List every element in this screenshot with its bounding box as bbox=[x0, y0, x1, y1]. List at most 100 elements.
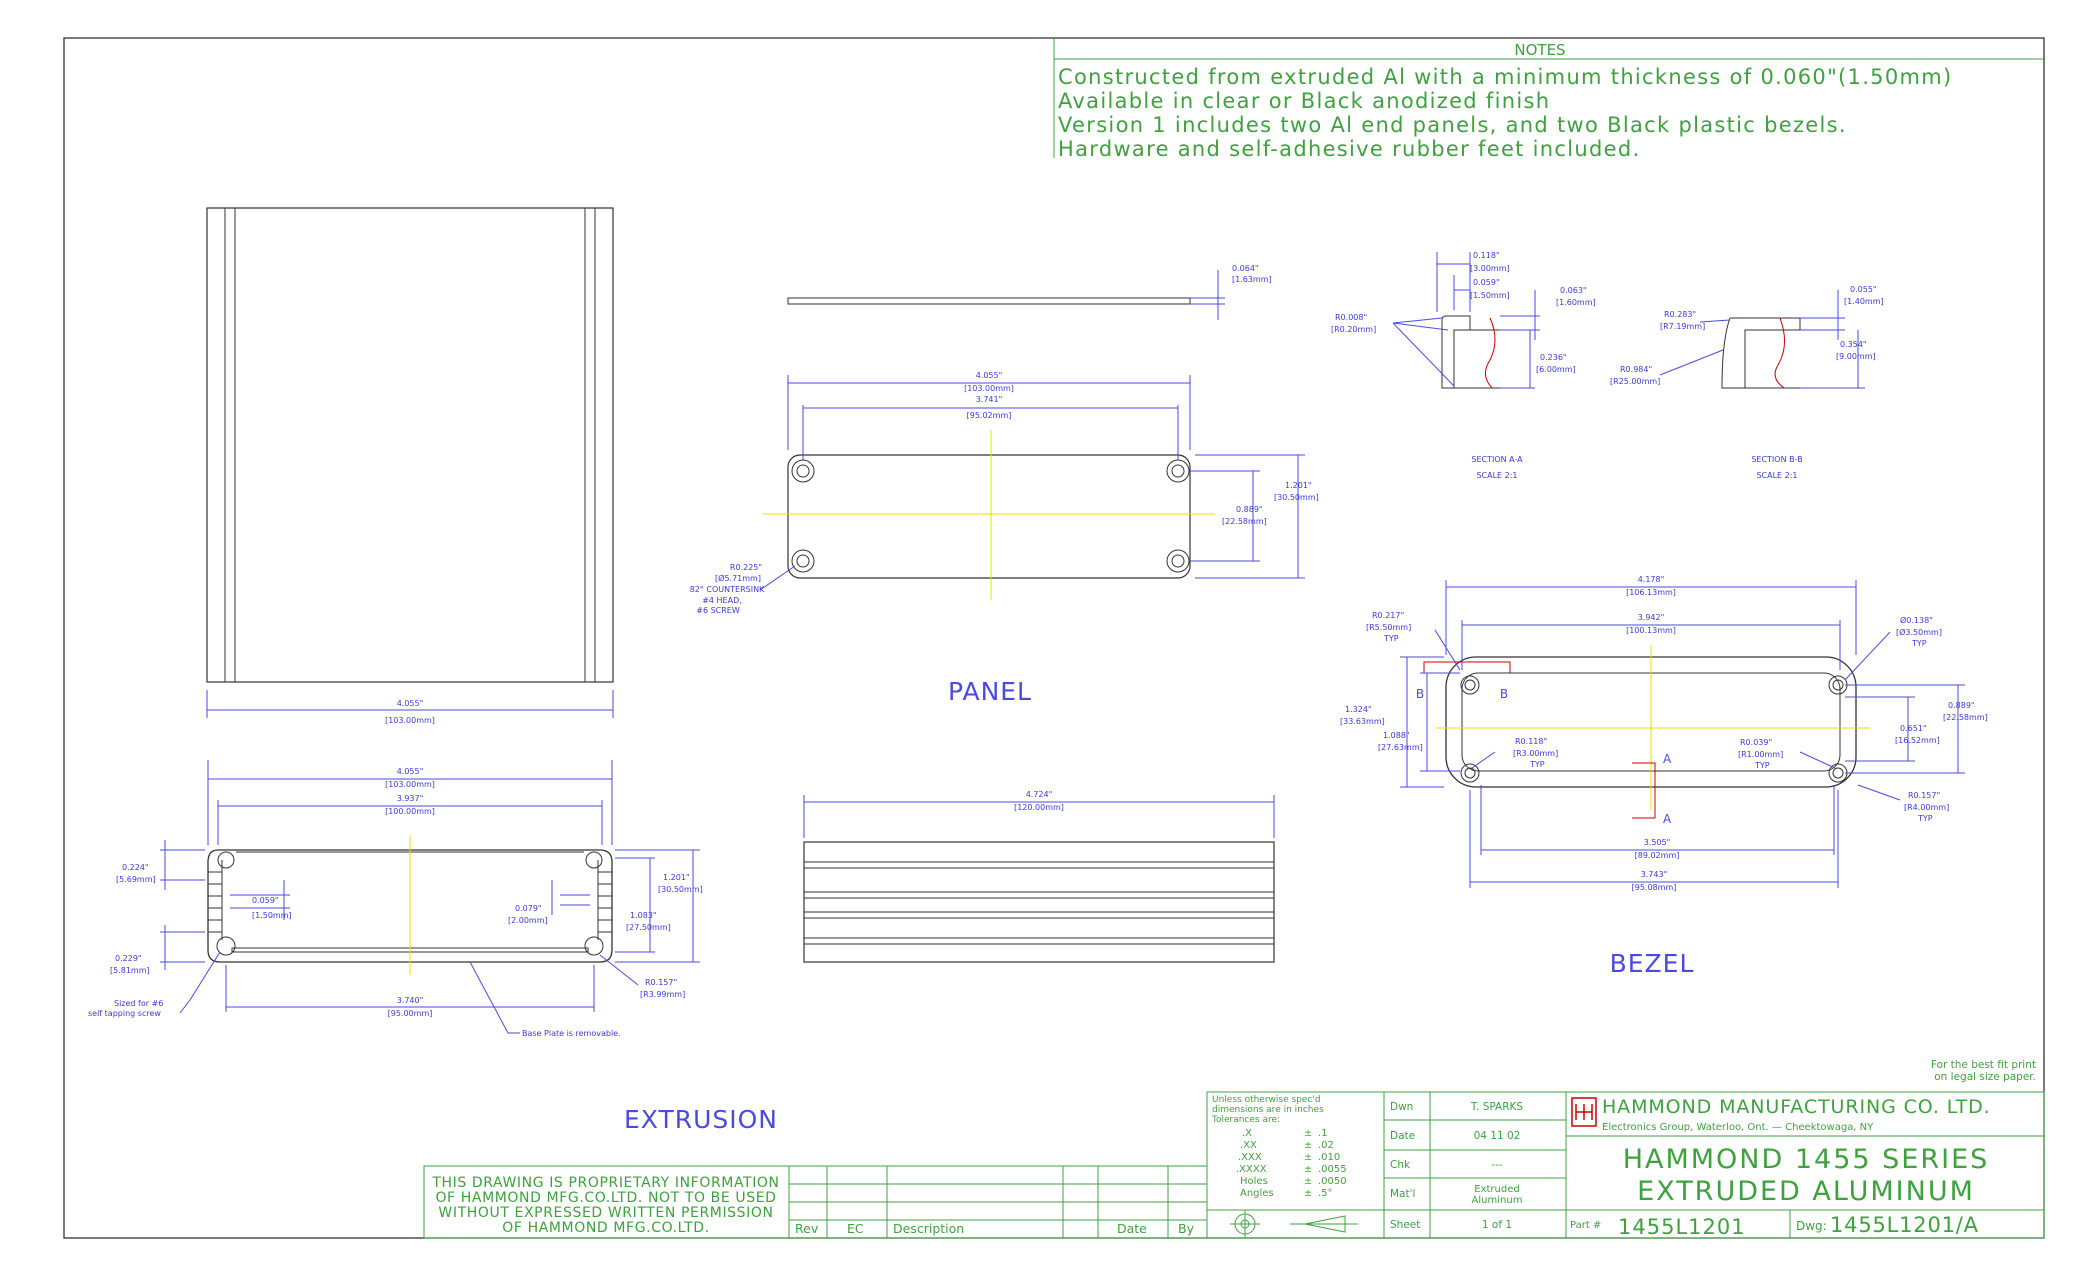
dim-bz-h1-mm: [33.63mm] bbox=[1340, 717, 1385, 726]
drawing-title-2: EXTRUDED ALUMINUM bbox=[1637, 1176, 1975, 1207]
bezel-label: BEZEL bbox=[1610, 949, 1695, 978]
field-matl-label: Mat'l bbox=[1390, 1188, 1415, 1200]
dim-panel-h: 1.201" bbox=[1285, 481, 1312, 490]
dim-bz-r2-typ: TYP bbox=[1754, 761, 1770, 770]
dim-ext-left-top-mm: [5.69mm] bbox=[116, 875, 156, 884]
tol-angles-val: .5° bbox=[1318, 1188, 1333, 1199]
dim-panel-w-mm: [103.00mm] bbox=[964, 384, 1014, 393]
dim-sa-right: 0.063" bbox=[1560, 286, 1587, 295]
panel-side-view: 0.064" [1.63mm] bbox=[787, 264, 1272, 320]
panel-note-1: R0.225" bbox=[730, 563, 762, 572]
dim-panel-thk-mm: [1.63mm] bbox=[1232, 275, 1272, 284]
dim-panel-thk: 0.064" bbox=[1232, 264, 1259, 273]
tol-x-pm: ± bbox=[1304, 1128, 1312, 1139]
panel-note-2: [Ø5.71mm] bbox=[715, 573, 761, 583]
dim-bz-br-mm: [R4.00mm] bbox=[1904, 803, 1949, 812]
tol-angles-pm: ± bbox=[1304, 1188, 1312, 1199]
dim-panel-hole-w-mm: [95.02mm] bbox=[967, 411, 1012, 420]
drawing-title-1: HAMMOND 1455 SERIES bbox=[1623, 1144, 1990, 1175]
panel-note-3: 82° COUNTERSINK bbox=[690, 585, 765, 594]
tol-xxxx-val: .0055 bbox=[1318, 1164, 1347, 1175]
dim-ext-slot: 0.059" bbox=[252, 896, 279, 905]
dwg-label: Dwg: bbox=[1796, 1219, 1827, 1233]
panel-note-4: #4 HEAD, bbox=[702, 596, 742, 605]
section-aa-title: SECTION A-A bbox=[1471, 455, 1523, 464]
top-view: 4.055" [103.00mm] bbox=[206, 207, 614, 725]
dim-bz-w1: 4.178" bbox=[1638, 575, 1665, 584]
company-sub: Electronics Group, Waterloo, Ont. — Chee… bbox=[1602, 1122, 1874, 1133]
rev-header-by: By bbox=[1178, 1221, 1195, 1236]
section-b-b: 0.055" [1.40mm] 0.354" [9.00mm] R0.283" … bbox=[1610, 285, 1884, 480]
section-aa-scale: SCALE 2:1 bbox=[1476, 471, 1517, 480]
dim-top-width: 4.055" bbox=[397, 699, 424, 708]
drawing-border bbox=[63, 37, 2045, 1239]
dim-ext-w2: 3.937" bbox=[397, 794, 424, 803]
rev-header-date: Date bbox=[1117, 1221, 1147, 1236]
proprietary-line-2: OF HAMMOND MFG.CO.LTD. NOT TO BE USED bbox=[435, 1190, 776, 1206]
dim-ext-left-bot: 0.229" bbox=[115, 954, 142, 963]
extrusion-view: 4.055" [103.00mm] 3.937" [100.00mm] 0.22… bbox=[88, 760, 778, 1134]
dim-ext-bottom-w: 3.740" bbox=[397, 996, 424, 1005]
field-dwn-label: Dwn bbox=[1390, 1101, 1413, 1113]
title-block bbox=[423, 1091, 2045, 1239]
dim-sa-mid: 0.059" bbox=[1473, 278, 1500, 287]
field-date-value: 04 11 02 bbox=[1474, 1130, 1521, 1142]
dim-ext-r-mm: [R3.99mm] bbox=[640, 990, 685, 999]
rev-header-description: Description bbox=[893, 1221, 964, 1236]
dim-sa-top-mm: [3.00mm] bbox=[1470, 264, 1510, 273]
dim-sb-r: R0.283" bbox=[1664, 310, 1696, 319]
hammond-logo-icon bbox=[1571, 1097, 1597, 1127]
tol-xxx-label: .XXX bbox=[1238, 1152, 1262, 1163]
dim-panel-hole-h-mm: [22.58mm] bbox=[1222, 517, 1267, 526]
dim-sb-right-mm: [1.40mm] bbox=[1844, 297, 1884, 306]
dim-ext-w1: 4.055" bbox=[397, 767, 424, 776]
dim-ext-h2-mm: [27.50mm] bbox=[626, 923, 671, 932]
dim-sa-h: 0.236" bbox=[1540, 353, 1567, 362]
dim-sb-right: 0.055" bbox=[1850, 285, 1877, 294]
field-matl-value-1: Extruded bbox=[1474, 1184, 1519, 1195]
note-line-4: Hardware and self-adhesive rubber feet i… bbox=[1058, 137, 1640, 161]
dim-bz-r1-mm: [R3.00mm] bbox=[1513, 749, 1558, 758]
ext-screw-note-2: self tapping screw bbox=[88, 1009, 161, 1018]
best-fit-note-1: For the best fit print bbox=[1931, 1059, 2036, 1071]
sec-b-left: B bbox=[1416, 687, 1424, 701]
dim-sa-h-mm: [6.00mm] bbox=[1536, 365, 1576, 374]
best-fit-note-2: on legal size paper. bbox=[1934, 1071, 2036, 1083]
dim-ext-w1-mm: [103.00mm] bbox=[385, 780, 435, 789]
tol-x-val: .1 bbox=[1318, 1128, 1328, 1139]
dim-sb-r-mm: [R7.19mm] bbox=[1660, 322, 1705, 331]
dim-bz-w2: 3.942" bbox=[1638, 613, 1665, 622]
dim-sb-r2: R0.984" bbox=[1620, 365, 1652, 374]
dim-panel-h-mm: [30.50mm] bbox=[1274, 493, 1319, 502]
ext-base-note: Base Plate is removable. bbox=[522, 1029, 621, 1038]
tol-xxx-val: .010 bbox=[1318, 1152, 1340, 1163]
ext-screw-note-1: Sized for #6 bbox=[114, 999, 163, 1008]
dim-bz-bw2: 3.743" bbox=[1641, 870, 1668, 879]
tol-xxxx-pm: ± bbox=[1304, 1164, 1312, 1175]
tol-holes-pm: ± bbox=[1304, 1176, 1312, 1187]
dwg-number: 1455L1201/A bbox=[1830, 1213, 1979, 1237]
dim-sb-h: 0.354" bbox=[1840, 340, 1867, 349]
dim-bz-tr-typ: TYP bbox=[1911, 639, 1927, 648]
sec-a-bottom: A bbox=[1663, 812, 1672, 826]
proprietary-line-4: OF HAMMOND MFG.CO.LTD. bbox=[502, 1220, 709, 1236]
note-line-2: Available in clear or Black anodized fin… bbox=[1058, 89, 1550, 113]
dim-bz-r1: R0.118" bbox=[1515, 737, 1547, 746]
tol-xx-pm: ± bbox=[1304, 1140, 1312, 1151]
dim-sa-right-mm: [1.60mm] bbox=[1556, 298, 1596, 307]
dim-bz-r2: R0.039" bbox=[1740, 738, 1772, 747]
field-chk-value: --- bbox=[1491, 1159, 1503, 1171]
dim-ext-h: 1.201" bbox=[663, 873, 690, 882]
dim-sb-h-mm: [9.00mm] bbox=[1836, 352, 1876, 361]
dim-bz-br: R0.157" bbox=[1908, 791, 1940, 800]
dim-sa-r-mm: [R0.20mm] bbox=[1331, 325, 1376, 334]
dim-length: 4.724" bbox=[1026, 790, 1053, 799]
part-number: 1455L1201 bbox=[1618, 1215, 1746, 1239]
title-block-text: THIS DRAWING IS PROPRIETARY INFORMATION … bbox=[431, 1095, 1990, 1239]
dim-sb-r2-mm: [R25.00mm] bbox=[1610, 377, 1660, 386]
dim-bz-w1-mm: [106.13mm] bbox=[1626, 588, 1676, 597]
tolerance-line-3: Tolerances are: bbox=[1211, 1115, 1280, 1125]
extrusion-label: EXTRUSION bbox=[624, 1105, 778, 1134]
section-bb-scale: SCALE 2:1 bbox=[1756, 471, 1797, 480]
dim-ext-left-top: 0.224" bbox=[122, 863, 149, 872]
